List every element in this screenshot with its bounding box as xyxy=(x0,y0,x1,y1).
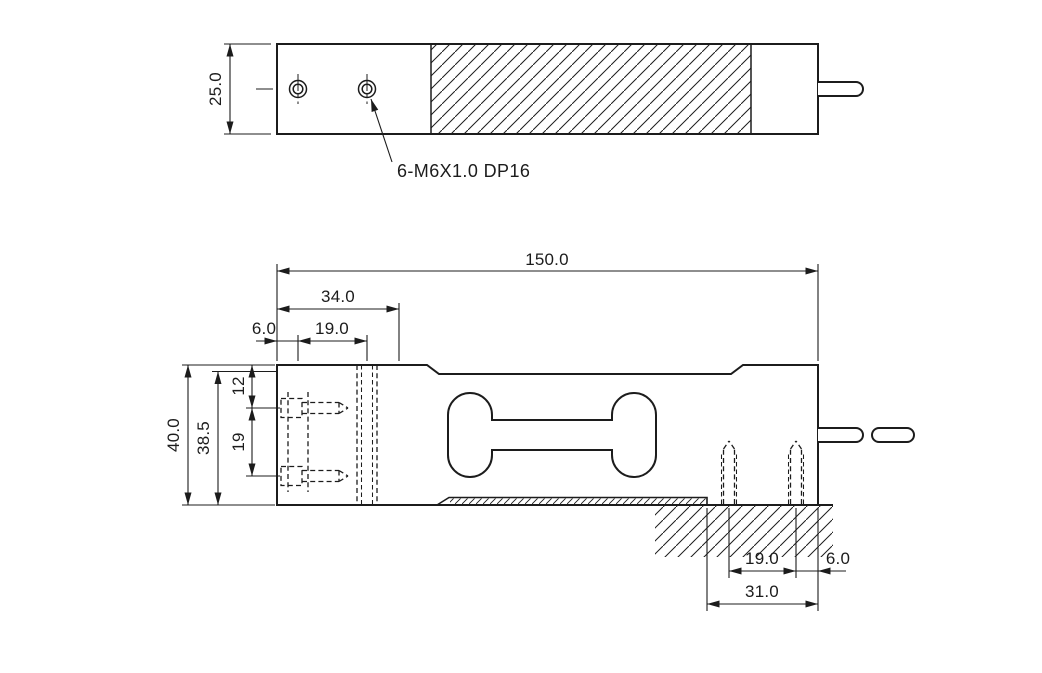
top-view: 25.0 6-M6X1.0 DP16 xyxy=(206,43,864,181)
dimension-body-height: 38.5 xyxy=(194,370,276,505)
dimension-side-hole-spacing: 19 xyxy=(229,408,280,477)
dim-top-hole-edge: 6.0 xyxy=(252,319,276,338)
dim-bottom-hole-spacing: 19.0 xyxy=(745,549,779,568)
ground-hatch xyxy=(655,506,833,557)
left-screw-bottom xyxy=(280,465,349,487)
top-view-hatch-area xyxy=(431,45,751,133)
top-hole-1 xyxy=(288,74,308,104)
dimension-bottom-mount-length: 31.0 xyxy=(706,508,818,611)
cable-top-view xyxy=(818,81,864,97)
bottom-web-hatch xyxy=(450,498,706,505)
ground-surface xyxy=(655,504,833,557)
thread-note-callout: 6-M6X1.0 DP16 xyxy=(370,98,530,181)
dimensions: 150.0 34.0 19.0 6.0 40.0 38.5 xyxy=(164,250,850,611)
dimension-left-section: 34.0 xyxy=(277,287,400,361)
dim-overall-height: 40.0 xyxy=(164,418,183,452)
top-hole-2 xyxy=(357,74,377,104)
bottom-hole-right xyxy=(787,440,805,504)
bottom-hole-left xyxy=(720,440,738,504)
dimension-bottom-hole-spacing: 19.0 xyxy=(728,508,797,578)
dimension-top-height: 25.0 xyxy=(206,43,271,135)
dim-left-section: 34.0 xyxy=(321,287,355,306)
left-screw-top xyxy=(280,397,349,419)
dimension-bottom-hole-edge: 6.0 xyxy=(796,508,850,611)
dim-overall-length: 150.0 xyxy=(525,250,569,269)
bottom-groove xyxy=(436,496,708,506)
front-view xyxy=(276,364,915,557)
bone-cutout xyxy=(447,392,657,478)
dimension-top-hole-spacing: 19.0 xyxy=(297,319,368,361)
dim-side-hole-top-offset: 12 xyxy=(229,376,248,395)
top-hole-hidden-2 xyxy=(356,365,378,505)
leader-line xyxy=(370,98,393,163)
dim-bottom-hole-edge: 6.0 xyxy=(826,549,850,568)
dimension-top-hole-edge: 6.0 xyxy=(252,319,298,345)
dimension-overall-height: 40.0 xyxy=(164,364,275,506)
dim-body-height: 38.5 xyxy=(194,421,213,455)
dimension-overall-length: 150.0 xyxy=(276,250,819,361)
dim-top-height: 25.0 xyxy=(206,72,225,106)
top-hole-hidden-1 xyxy=(287,392,309,492)
dim-side-hole-spacing: 19 xyxy=(229,432,248,451)
cable-front-view xyxy=(818,427,915,443)
thread-note: 6-M6X1.0 DP16 xyxy=(397,161,530,181)
dim-bottom-mount-length: 31.0 xyxy=(745,582,779,601)
dim-top-hole-spacing: 19.0 xyxy=(315,319,349,338)
